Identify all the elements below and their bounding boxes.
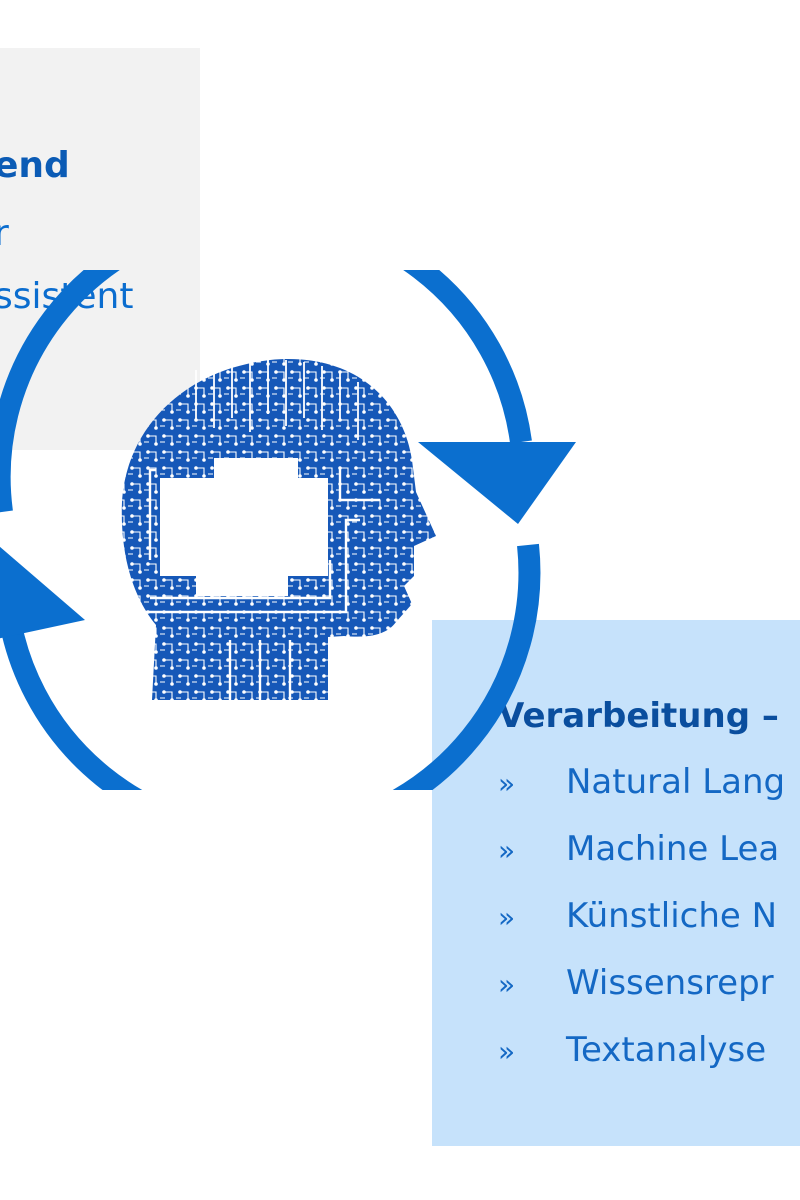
list-item: » Machine Lea [498, 827, 785, 894]
list-item-label: Natural Lang [566, 762, 786, 802]
input-panel-line: r [0, 213, 9, 254]
processing-panel: Verarbeitung – » Natural Lang » Machine Le… [432, 620, 800, 1146]
list-item: » Natural Lang [498, 760, 785, 827]
ai-head-circuit-icon [121, 358, 437, 700]
list-item-label: Machine Lea [566, 829, 780, 869]
bullet-icon: » [498, 834, 516, 867]
list-item-label: Künstliche N [566, 896, 778, 936]
list-item-label: Wissensrepr [566, 963, 774, 1003]
bullet-icon: » [498, 1035, 516, 1068]
processing-panel-title: Verarbeitung – [498, 696, 779, 736]
list-item: » Künstliche N [498, 894, 785, 961]
list-item: » Textanalyse [498, 1028, 785, 1095]
list-item: » Wissensrepr [498, 961, 785, 1028]
bullet-icon: » [498, 968, 516, 1001]
bullet-icon: » [498, 901, 516, 934]
processing-list: » Natural Lang » Machine Lea » Künstliche N… [498, 760, 785, 1095]
input-panel: end r ssistent [0, 48, 200, 450]
input-panel-title: end [0, 145, 70, 186]
circular-arrows-icon [0, 270, 576, 790]
cycle-graphic [0, 270, 576, 790]
list-item-label: Textanalyse [566, 1030, 767, 1070]
bullet-icon: » [498, 767, 516, 800]
